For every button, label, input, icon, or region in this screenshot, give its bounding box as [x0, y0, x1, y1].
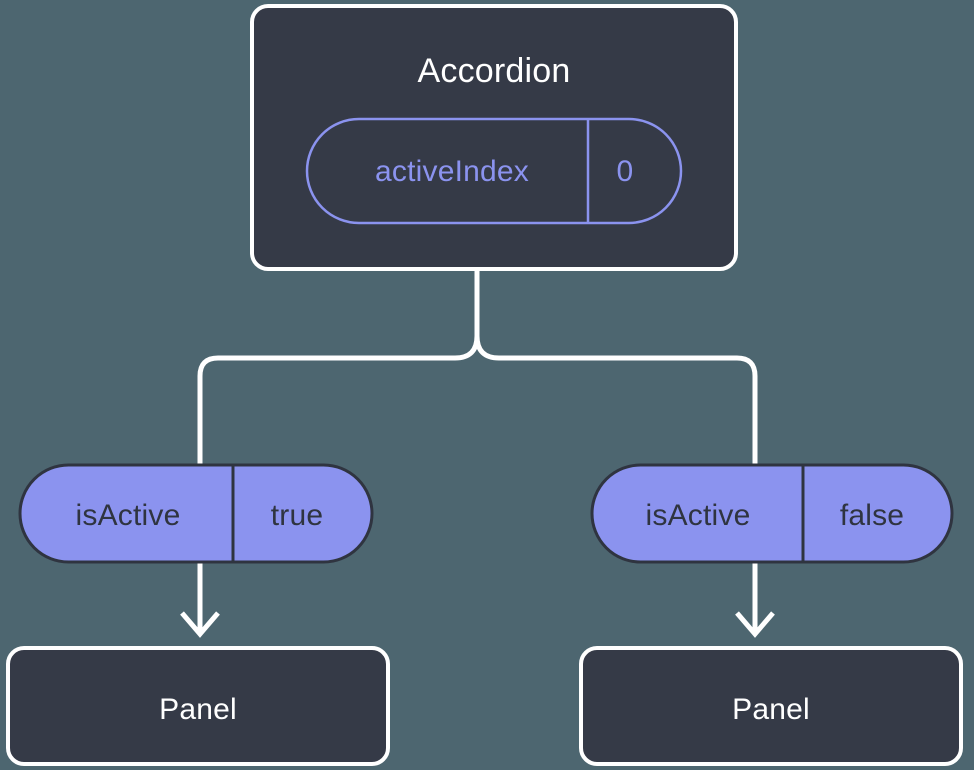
branch-left: isActive true Panel — [6, 463, 390, 766]
prop-chip-left-body[interactable] — [18, 463, 374, 564]
prop-chip-right-body[interactable] — [590, 463, 954, 564]
prop-chip-left-value: true — [271, 499, 324, 532]
state-chip-value: 0 — [617, 155, 634, 188]
accordion-title: Accordion — [418, 52, 571, 90]
node-accordion[interactable]: Accordion activeIndex 0 — [250, 4, 738, 271]
prop-chip-isactive-false[interactable]: isActive false — [590, 463, 954, 564]
prop-chip-isactive-true[interactable]: isActive true — [18, 463, 374, 564]
state-chip-activeindex[interactable]: activeIndex 0 — [305, 117, 683, 225]
arrowhead-right-icon — [735, 611, 775, 638]
panel-right-title: Panel — [732, 693, 810, 726]
panel-left-box[interactable] — [6, 646, 390, 766]
connector-group — [180, 268, 775, 638]
prop-chip-right-value: false — [840, 499, 904, 532]
connector-fork-left — [197, 335, 480, 465]
prop-chip-right-name: isActive — [646, 499, 751, 532]
node-panel-left[interactable]: Panel — [6, 646, 390, 766]
connector-fork-right — [474, 335, 758, 465]
panel-right-box[interactable] — [579, 646, 963, 766]
branch-right: isActive false Panel — [579, 463, 963, 766]
panel-left-title: Panel — [159, 693, 237, 726]
arrowhead-left-icon — [180, 611, 220, 638]
accordion-box[interactable] — [250, 4, 738, 271]
state-chip-outline[interactable] — [305, 117, 683, 225]
prop-chip-left-name: isActive — [76, 499, 181, 532]
state-chip-name: activeIndex — [375, 155, 529, 188]
node-panel-right[interactable]: Panel — [579, 646, 963, 766]
